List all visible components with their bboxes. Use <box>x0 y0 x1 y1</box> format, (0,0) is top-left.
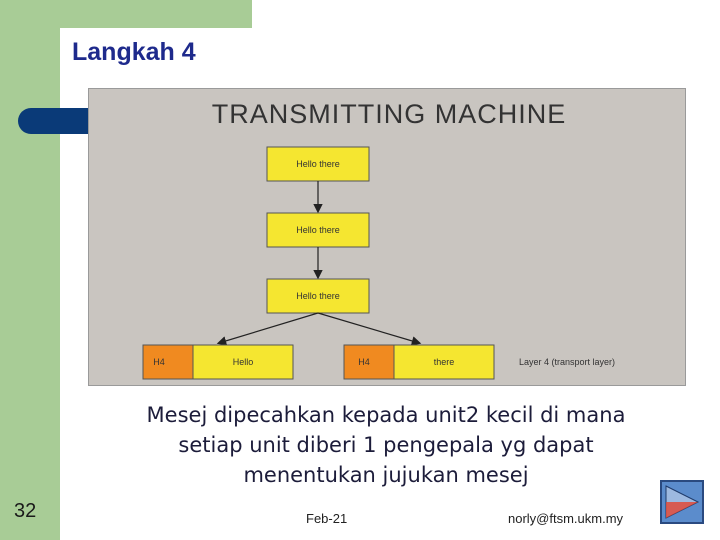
diagram-heading: TRANSMITTING MACHINE <box>212 99 567 129</box>
footer-date: Feb-21 <box>306 511 348 526</box>
transmitting-machine-diagram: TRANSMITTING MACHINE Hello there Hello t… <box>88 88 686 386</box>
slide-number: 32 <box>14 500 37 522</box>
caption-line-1: Mesej dipecahkan kepada unit2 kecil di m… <box>146 403 626 427</box>
slide-caption: Mesej dipecahkan kepada unit2 kecil di m… <box>100 400 672 490</box>
arrow-right <box>317 312 422 346</box>
packet-2-header: H4 <box>358 357 370 367</box>
diagram-svg: TRANSMITTING MACHINE Hello there Hello t… <box>142 99 615 380</box>
packet-1: H4 Hello <box>142 344 294 380</box>
arrow-left <box>216 312 319 346</box>
message-box-1: Hello there <box>266 146 370 182</box>
layer-label: Layer 4 (transport layer) <box>519 357 615 367</box>
message-box-3-label: Hello there <box>296 291 340 301</box>
packet-2: H4 there <box>343 344 495 380</box>
message-box-1-label: Hello there <box>296 159 340 169</box>
footer-email: norly@ftsm.ukm.my <box>508 511 624 526</box>
message-box-2-label: Hello there <box>296 225 340 235</box>
packet-1-payload: Hello <box>233 357 254 367</box>
message-box-2: Hello there <box>266 212 370 248</box>
caption-line-2: setiap unit diberi 1 pengepala yg dapat <box>178 433 594 457</box>
next-slide-button[interactable] <box>660 480 704 524</box>
slide-title: Langkah 4 <box>72 38 196 66</box>
caption-line-3: menentukan jujukan mesej <box>243 463 529 487</box>
packet-1-header: H4 <box>153 357 165 367</box>
message-box-3: Hello there <box>266 278 370 314</box>
packet-2-payload: there <box>434 357 455 367</box>
title-tab <box>60 28 252 78</box>
play-triangle-icon <box>662 482 702 522</box>
sidebar-accent <box>0 0 60 540</box>
top-accent <box>60 0 252 28</box>
